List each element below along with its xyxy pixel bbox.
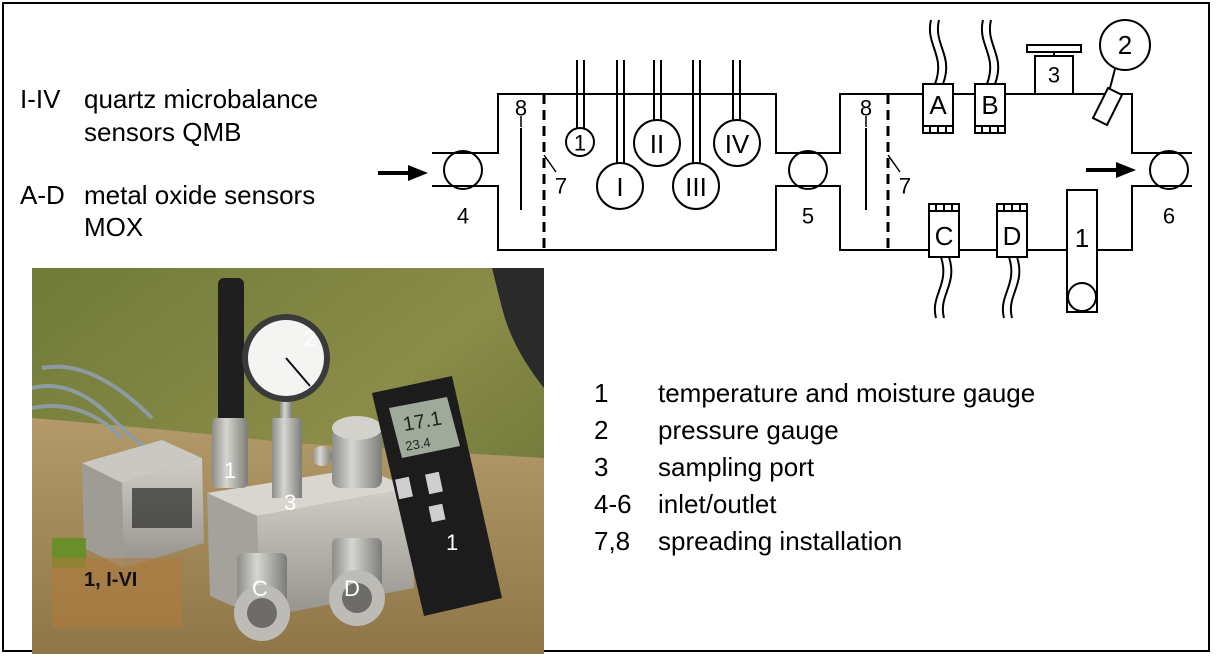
sampling-port-label: 3 <box>1048 63 1060 88</box>
legend-num-2: 2 <box>594 415 608 445</box>
legend-num-1: 1 <box>594 378 608 408</box>
spreader-label-8b: 8 <box>860 96 872 121</box>
photo-label-1-meter: 1 <box>446 530 458 555</box>
qmb-label-ii: II <box>650 129 664 159</box>
spreader-label-7a: 7 <box>555 174 567 199</box>
mox-label-a: A <box>929 90 947 120</box>
photo-label-3: 3 <box>284 490 296 515</box>
qmb-label-i: I <box>616 172 623 202</box>
photo-label-1-i-vi: 1, I-VI <box>84 569 137 591</box>
legend-num-4: 4-6 <box>594 489 632 519</box>
mox-label-d: D <box>1003 221 1022 251</box>
pressure-gauge-label: 2 <box>1118 30 1132 60</box>
legend-num-5: 7,8 <box>594 526 630 556</box>
spreader-label-7b: 7 <box>899 174 911 199</box>
port-label-5: 5 <box>802 204 814 229</box>
qmb-label-iii: III <box>685 172 707 202</box>
legend-text-2: pressure gauge <box>658 415 839 445</box>
photo-label-c: C <box>252 576 268 601</box>
mox-label-b: B <box>981 90 998 120</box>
spreader-label-8a: 8 <box>515 96 527 121</box>
photo-label-1-probe: 1 <box>224 458 236 483</box>
photo-label-d: D <box>344 576 360 601</box>
legend-text-4: inlet/outlet <box>658 489 777 519</box>
apparatus-photo: 17.1 23.4 2 1 3 C D 1 1, I-VI <box>32 268 544 654</box>
legend-text-5: spreading installation <box>658 526 902 556</box>
thermometer-label: 1 <box>1075 223 1089 253</box>
port-label-6: 6 <box>1163 204 1175 229</box>
legend-num-3: 3 <box>594 452 608 482</box>
port-label-4: 4 <box>457 204 469 229</box>
legend-text-3: sampling port <box>658 452 814 482</box>
mox-label-c: C <box>935 221 954 251</box>
photo-label-2: 2 <box>304 326 316 351</box>
qmb-label-iv: IV <box>725 129 750 159</box>
qmb-small-label: 1 <box>574 131 586 156</box>
legend-text-1: temperature and moisture gauge <box>658 378 1035 408</box>
